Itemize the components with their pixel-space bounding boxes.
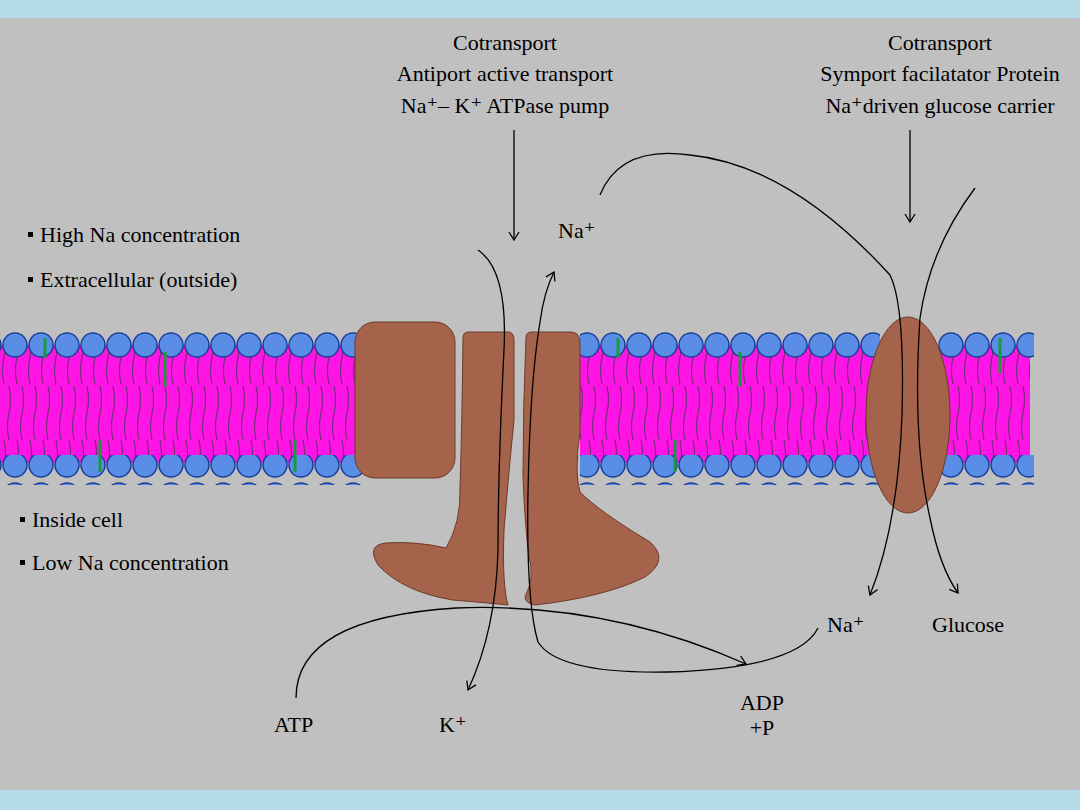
heading-label: Na⁺driven glucose carrier bbox=[823, 93, 1056, 118]
transport-arrow bbox=[296, 130, 975, 698]
molecule-label: Glucose bbox=[930, 612, 1006, 637]
heading-label: Cotransport bbox=[886, 30, 994, 55]
heading-label: Symport facilatator Protein bbox=[818, 61, 1062, 86]
heading-label: Antiport active transport bbox=[395, 61, 615, 86]
region-label: Inside cell bbox=[30, 507, 125, 532]
region-label: High Na concentration bbox=[38, 222, 242, 247]
molecule-label: ATP bbox=[272, 712, 315, 737]
heading-label: Na⁺– K⁺ ATPase pump bbox=[399, 93, 611, 118]
glucose-carrier bbox=[866, 317, 950, 513]
ion-label: K⁺ bbox=[437, 712, 469, 737]
heading-label: Cotransport bbox=[451, 30, 559, 55]
membrane-marker bbox=[45, 338, 1000, 472]
ion-label: Na⁺ bbox=[825, 612, 866, 637]
ion-label: Na⁺ bbox=[556, 218, 597, 243]
region-label: Extracellular (outside) bbox=[38, 267, 239, 292]
region-label: Low Na concentration bbox=[30, 550, 231, 575]
molecule-label: ADP +P bbox=[727, 690, 797, 741]
atpase-pump bbox=[355, 322, 659, 605]
bullet bbox=[20, 232, 33, 565]
